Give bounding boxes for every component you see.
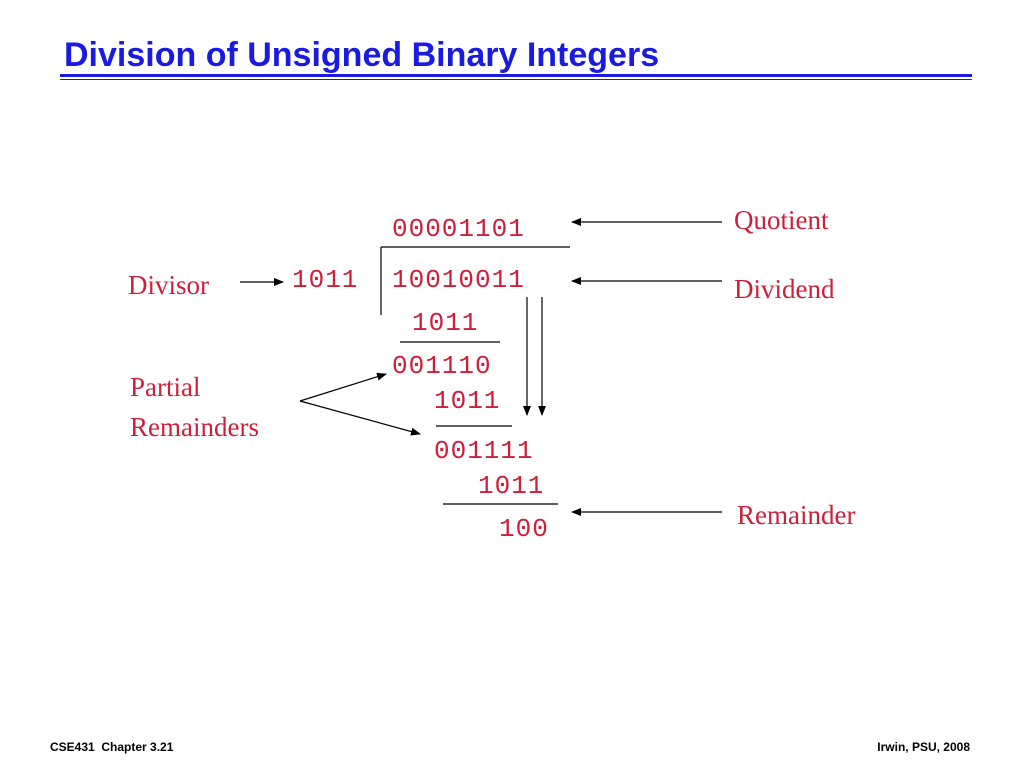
title-underline-thin — [60, 79, 972, 80]
quotient-value: 00001101 — [392, 214, 525, 244]
partial-remainders-label-line2: Remainders — [130, 412, 259, 442]
footer-course: CSE431 Chapter 3.21 — [50, 740, 174, 754]
partial-remainder-2: 001111 — [434, 436, 534, 466]
partial-remainders-label-line1: Partial — [130, 372, 201, 402]
divisor-value: 1011 — [292, 265, 359, 295]
divisor-label: Divisor — [128, 270, 209, 300]
footer-credit: Irwin, PSU, 2008 — [877, 740, 970, 754]
dividend-label: Dividend — [734, 274, 835, 304]
quotient-label: Quotient — [734, 205, 829, 235]
step-subtrahend-3: 1011 — [478, 471, 545, 501]
slide-title: Division of Unsigned Binary Integers — [64, 36, 660, 74]
remainder-value: 100 — [499, 514, 549, 544]
partial-remainder-1: 001110 — [392, 351, 492, 381]
remainder-label: Remainder — [737, 500, 856, 530]
title-underline — [60, 74, 972, 77]
dividend-value: 10010011 — [392, 265, 525, 295]
step-subtrahend-1: 1011 — [412, 308, 479, 338]
partial-arrow-up — [299, 372, 387, 402]
step-subtrahend-2: 1011 — [434, 386, 501, 416]
partial-arrow-down — [299, 400, 421, 436]
